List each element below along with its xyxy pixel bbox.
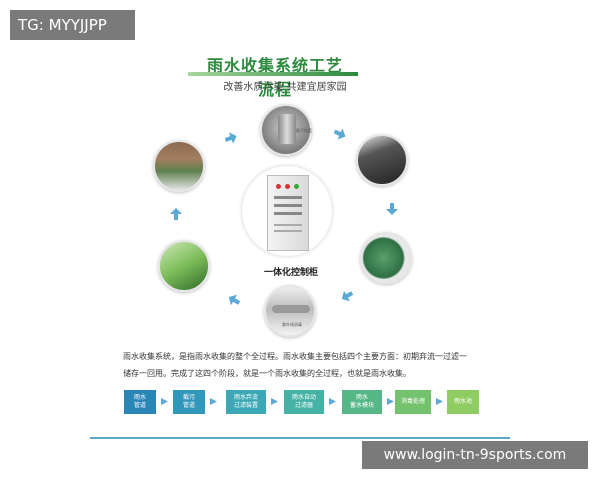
description-line: 雨水收集系统，是指雨水收集的整个全过程。雨水收集主要包括四个主要方面：初期弃流一… [123,352,467,361]
node-roof-collection-image [153,140,205,192]
node-filter-basket-image [260,104,312,156]
flow-step-discard-filter: 雨水弃流过滤装置 [226,390,266,414]
watermark-top: TG: MYYJJPP [10,10,135,40]
description-line: 储存一回用。完成了这四个阶段，就是一个雨水收集的全过程，也就是雨水收集。 [123,369,411,378]
flow-arrow [387,398,394,405]
arrow-top-to-topright [334,128,346,140]
flow-step-rain-pool: 雨水池 [447,390,479,414]
diagram-subtitle: 改善水质污染 共建宜居家园 [223,82,347,93]
flow-step-storage-module: 雨水蓄水模块 [342,390,382,414]
flow-step-auto-filter: 雨水自动过滤器 [284,390,324,414]
description-text: 雨水收集系统，是指雨水收集的整个全过程。雨水收集主要包括四个主要方面：初期弃流一… [123,348,483,382]
node-bottom-label: 紫外线消毒 [282,322,302,327]
title-underline [188,72,358,76]
flow-step-intercept-pipe: 截污管道 [173,390,205,414]
flow-arrow [329,398,336,405]
node-auto-filter-image [360,232,412,284]
node-discard-device-image [356,134,408,186]
arrow-right-to-bottom [341,290,353,302]
bottom-divider [90,437,510,439]
arrow-bottom-to-left [228,294,240,306]
arrow-left-to-topleft [170,208,182,220]
flow-arrow [436,398,443,405]
node-top-label: 截污挂篮 [296,128,312,133]
arrow-topright-to-right [386,203,398,215]
flow-step-rain-pipe: 雨水管道 [124,390,156,414]
flow-arrow [210,398,217,405]
flow-arrow [161,398,168,405]
flow-arrow [271,398,278,405]
diagram-title: 雨水收集系统工艺流程 [206,56,343,99]
flow-step-disinfection: 消毒处理 [395,390,431,414]
node-rainwater-use-image [158,240,210,292]
control-cabinet-image [267,175,309,251]
watermark-bottom: www.login-tn-9sports.com [362,441,588,469]
node-uv-disinfection-image [264,285,316,337]
arrow-topleft-to-top [225,132,237,144]
center-label: 一体化控制柜 [263,268,318,278]
